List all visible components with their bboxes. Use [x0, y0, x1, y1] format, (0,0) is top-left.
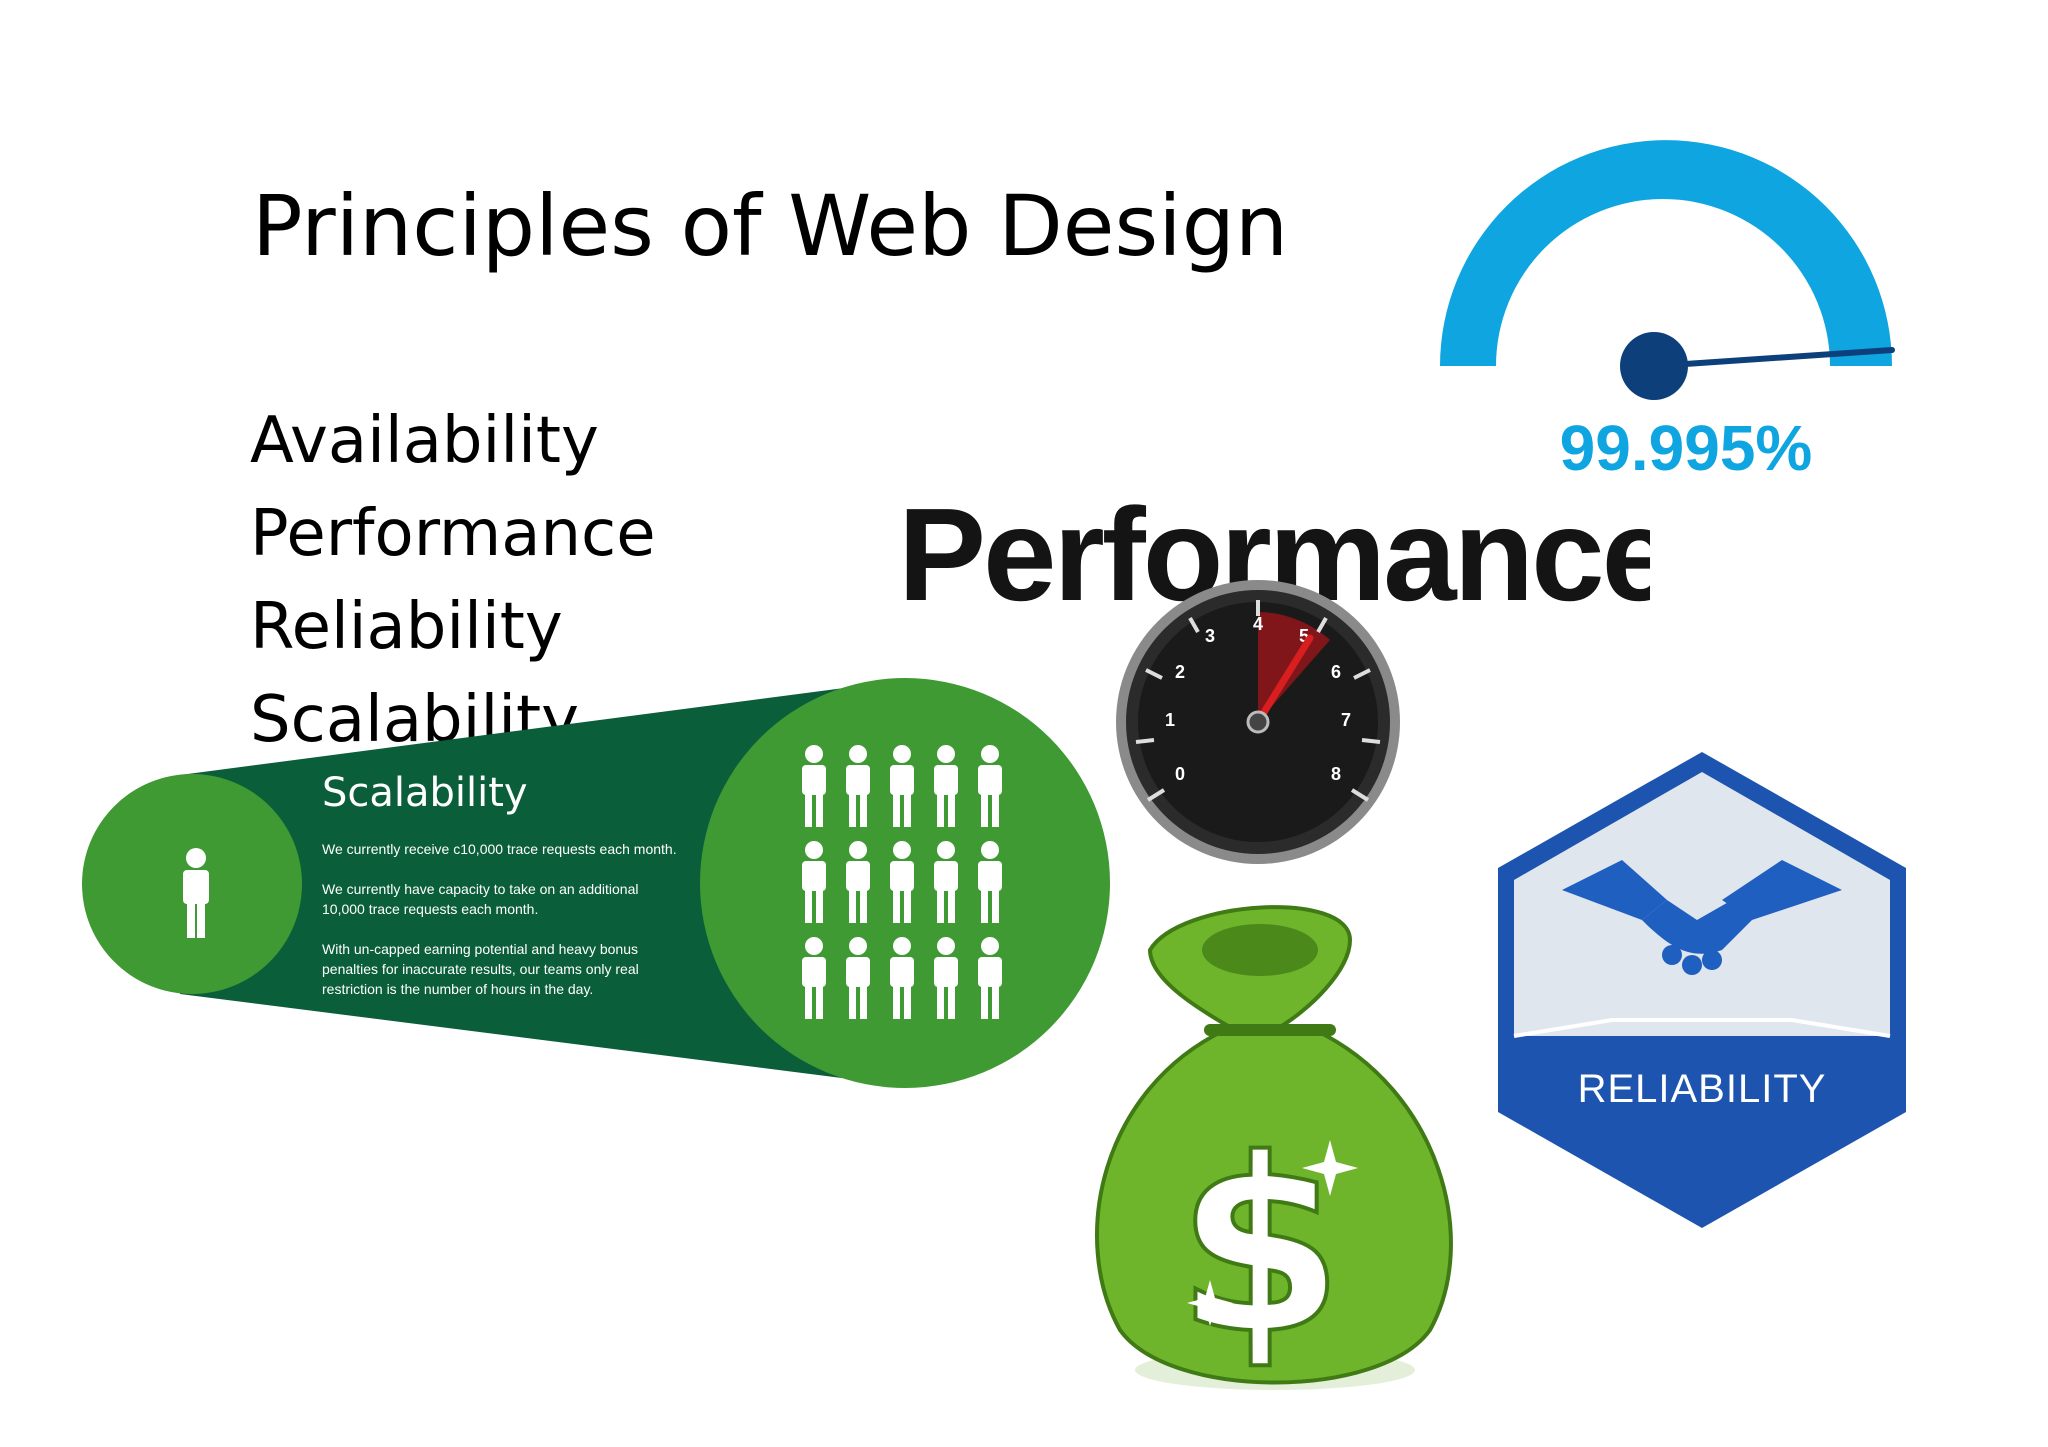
principle-availability: Availability: [250, 404, 599, 478]
single-person-icon: [183, 848, 209, 938]
gauge-arc: [1440, 140, 1892, 366]
dial-tick-0: 0: [1175, 764, 1185, 784]
money-bag: $: [1095, 905, 1453, 1390]
dial-tick-4: 4: [1253, 614, 1263, 634]
crowd-icon: [802, 745, 1002, 1019]
dial-tick-2: 2: [1175, 662, 1185, 682]
speedometer: 0 1 2 3 4 5 6 7 8: [1116, 580, 1400, 864]
speedometer-needle: [1254, 634, 1314, 726]
money-bag-body: [1095, 1028, 1453, 1385]
handshake-icon: [1562, 860, 1842, 975]
performance-badge: Performance 0 1 2 3 4 5 6 7 8: [898, 490, 1650, 864]
slide-title: Principles of Web Design: [252, 177, 1289, 275]
scalability-text-3: With un-capped earning potential and hea…: [322, 941, 643, 997]
reliability-label: RELIABILITY: [1578, 1067, 1827, 1111]
reliability-hexagon-inner: [1514, 772, 1890, 1036]
dial-tick-7: 7: [1341, 710, 1351, 730]
scalability-heading: Scalability: [322, 770, 528, 816]
scalability-text-2: We currently have capacity to take on an…: [322, 881, 642, 917]
dial-tick-6: 6: [1331, 662, 1341, 682]
availability-gauge: 99.995%: [1440, 140, 1895, 484]
reliability-badge: RELIABILITY: [1498, 752, 1906, 1228]
principle-performance: Performance: [250, 497, 656, 571]
availability-value: 99.995%: [1560, 412, 1813, 484]
scalability-band: [180, 680, 905, 1086]
sparkle-icon: [1187, 1140, 1358, 1326]
gauge-needle: [1653, 347, 1895, 369]
principles-list: Availability Performance Reliability Sca…: [250, 395, 656, 767]
dollar-sign: $: [1177, 1107, 1344, 1387]
dial-tick-8: 8: [1331, 764, 1341, 784]
scalability-card: Scalability We currently receive c10,000…: [82, 678, 1110, 1088]
dial-tick-1: 1: [1165, 710, 1175, 730]
principle-reliability: Reliability: [250, 590, 563, 664]
scalability-text-1: We currently receive c10,000 trace reque…: [322, 841, 677, 857]
dial-tick-3: 3: [1205, 626, 1215, 646]
dial-tick-5: 5: [1299, 626, 1309, 646]
gauge-hub: [1620, 332, 1688, 400]
